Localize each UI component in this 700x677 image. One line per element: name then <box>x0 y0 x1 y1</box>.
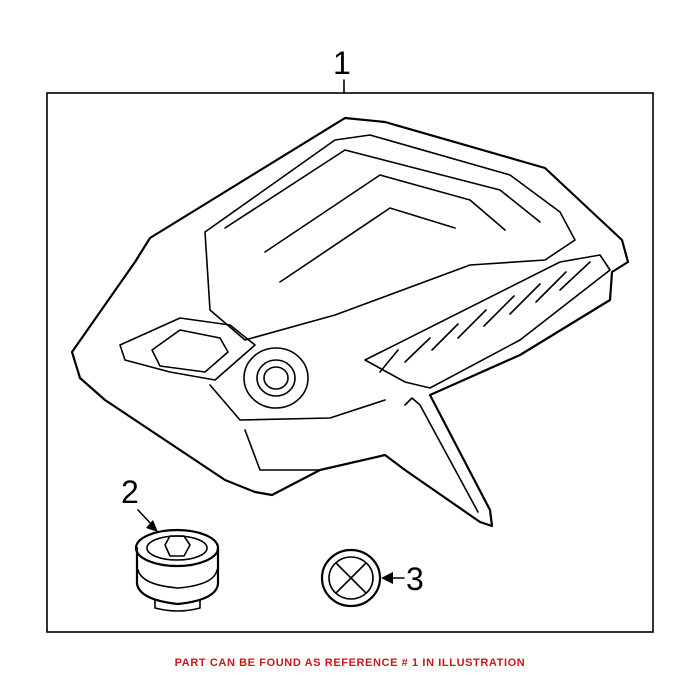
callout-number-2: 2 <box>121 474 139 510</box>
engine-cover-fin-row <box>364 254 611 389</box>
grommet-lower-band <box>137 569 218 589</box>
plug-outer-rim <box>320 548 382 608</box>
engine-cover-left-recess <box>119 317 256 381</box>
plug-cross-b <box>335 562 367 594</box>
engine-cover-outline <box>70 116 630 528</box>
grommet-body <box>135 546 220 606</box>
oil-cap-ring-middle <box>256 359 296 397</box>
engine-cover-fin-4 <box>457 309 487 339</box>
engine-cover-lower-edge <box>209 384 386 421</box>
callout-arrowhead-2 <box>146 520 158 532</box>
engine-cover-square-pad <box>151 329 229 373</box>
reference-note: PART CAN BE FOUND AS REFERENCE # 1 IN IL… <box>174 657 526 669</box>
engine-cover-fin-6 <box>509 283 541 315</box>
engine-cover-fin-2 <box>404 337 431 363</box>
engine-cover-top-panel <box>204 134 576 341</box>
plug-inner-rim <box>328 556 374 600</box>
grommet-center-stud <box>164 535 191 557</box>
grommet-part <box>134 528 220 612</box>
grommet-top-rim <box>134 528 220 568</box>
engine-cover-tail-tab <box>404 397 479 513</box>
engine-cover-fin-8 <box>559 261 591 291</box>
engine-cover-bottom-step <box>244 429 321 471</box>
oil-cap-ring-inner <box>263 366 289 390</box>
engine-cover-ridge-1 <box>224 149 541 229</box>
oil-cap-ring-outer <box>243 347 309 409</box>
plug-part <box>320 548 382 608</box>
engine-cover-part <box>70 116 630 528</box>
callout-number-3: 3 <box>406 561 424 597</box>
engine-cover-fin-7 <box>535 271 567 303</box>
illustration-frame <box>46 92 654 633</box>
engine-cover-ridge-3 <box>279 207 456 283</box>
engine-cover-fin-5 <box>483 295 515 327</box>
callout-number-1: 1 <box>333 45 351 81</box>
grommet-base <box>154 599 201 612</box>
engine-cover-ridge-2 <box>264 174 506 253</box>
engine-cover-fin-1 <box>379 349 399 373</box>
callout-arrowhead-3 <box>381 572 393 584</box>
engine-cover-fin-3 <box>431 323 459 351</box>
